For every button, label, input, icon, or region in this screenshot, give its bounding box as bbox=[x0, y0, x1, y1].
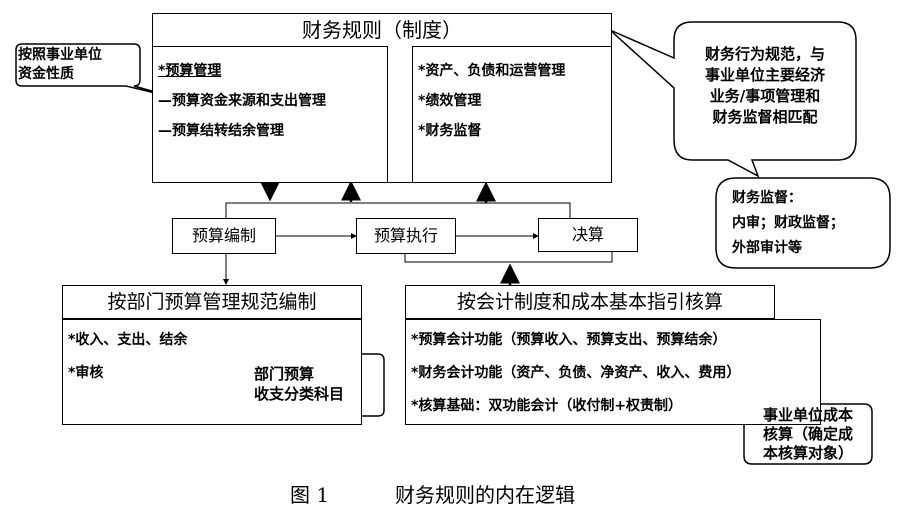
top-left-box bbox=[152, 46, 388, 183]
right-bottom-title-box bbox=[405, 285, 775, 319]
left-bottom-title: 按部门预算管理规范编制 bbox=[107, 291, 317, 313]
left-bottom-title-box bbox=[62, 285, 362, 319]
flow-connector-top bbox=[225, 202, 571, 218]
flow-box-exec bbox=[356, 218, 456, 254]
right-bottom-item-2: *财务会计功能（资产、负债、净资产、收入、费用） bbox=[411, 365, 741, 381]
right-bottom-item-3: *核算基础：双功能会计（收付制+权责制） bbox=[411, 398, 683, 414]
flow-box-final bbox=[538, 218, 638, 252]
flow-step-edit: 预算编制 bbox=[191, 226, 256, 245]
callout-supervision-shape bbox=[715, 177, 891, 269]
callout-dept-budget: 部门预算 收支分类科目 bbox=[254, 365, 345, 403]
flow-connector-bottom bbox=[404, 252, 613, 263]
left-bottom-item-2: *审核 bbox=[68, 365, 104, 381]
top-right-item-2: *绩效管理 bbox=[418, 93, 482, 109]
caption-text: 财务规则的内在逻辑 bbox=[395, 483, 575, 507]
callout-cost: 事业单位成本 核算（确定成 本核算对象） bbox=[762, 406, 853, 462]
flow-step-final: 决算 bbox=[571, 225, 604, 244]
left-bottom-item-1: *收入、支出、结余 bbox=[68, 332, 188, 348]
top-left-item-1: *预算管理 bbox=[158, 63, 222, 79]
flow-step-exec: 预算执行 bbox=[373, 226, 438, 245]
right-bottom-item-1: *预算会计功能（预算收入、预算支出、预算结余） bbox=[411, 332, 727, 348]
left-bottom-body bbox=[62, 319, 362, 425]
right-bottom-body bbox=[405, 319, 821, 425]
callout-behavior: 财务行为规范，与 事业单位主要经济 业务/事项管理和 财务监督相匹配 bbox=[704, 45, 825, 126]
callout-supervision: 财务监督： 内审；财政监督； 外部审计等 bbox=[732, 190, 844, 256]
top-left-item-2: —预算资金来源和支出管理 bbox=[158, 93, 326, 109]
caption-number: 图 1 bbox=[290, 483, 330, 507]
top-right-box bbox=[412, 46, 612, 183]
right-bottom-title: 按会计制度和成本基本指引核算 bbox=[456, 291, 723, 313]
flow-box-edit bbox=[172, 218, 276, 254]
top-right-item-1: *资产、负债和运营管理 bbox=[418, 63, 566, 79]
top-left-item-3: —预算结转结余管理 bbox=[158, 123, 284, 139]
callout-behavior-shape bbox=[609, 21, 857, 178]
top-right-item-3: *财务监督 bbox=[418, 123, 482, 139]
callout-funds: 按照事业单位 资金性质 bbox=[18, 47, 102, 82]
top-title: 财务规则（制度） bbox=[302, 18, 462, 42]
